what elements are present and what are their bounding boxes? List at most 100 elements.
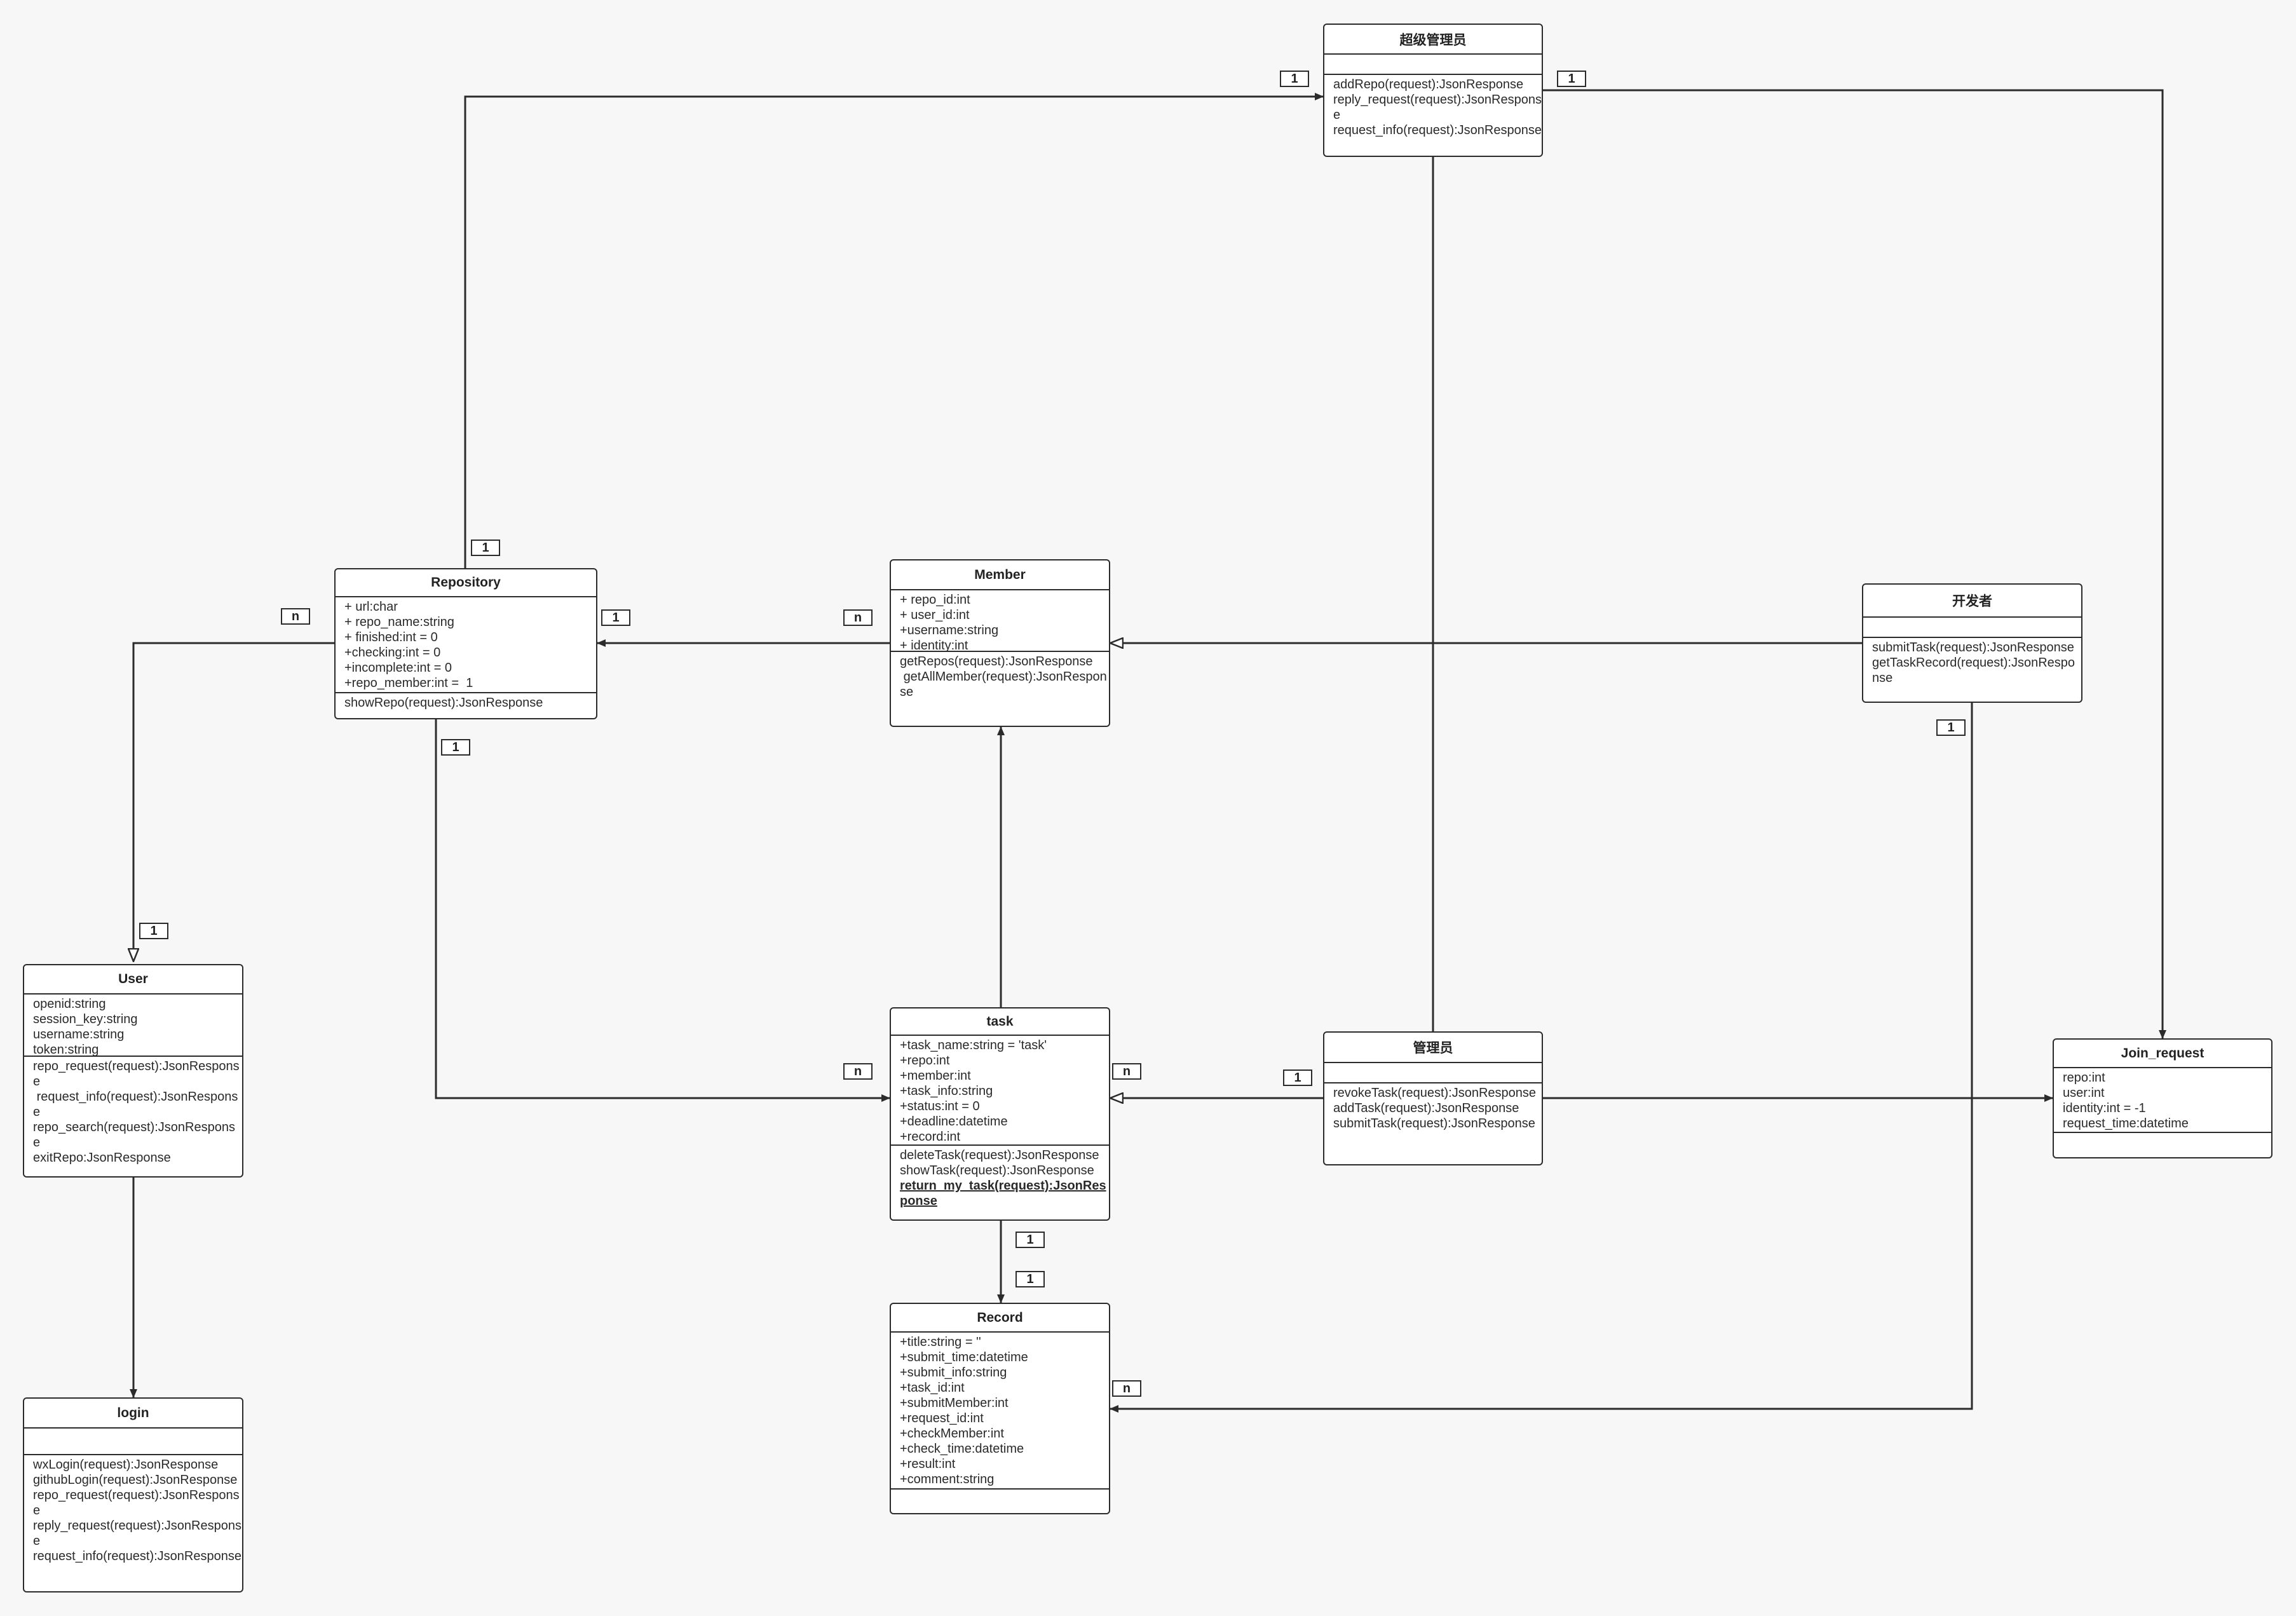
method-section <box>891 1490 1109 1493</box>
attribute: +incomplete:int = 0 <box>344 661 452 675</box>
attribute: repo:int <box>2063 1071 2105 1085</box>
attribute: + url:char <box>344 600 398 614</box>
attribute: request_time:datetime <box>2063 1117 2189 1131</box>
method: request_info(request):JsonResponse <box>1333 123 1542 137</box>
method: reply_request(request):JsonResponse <box>1333 93 1542 122</box>
attribute-section: openid:string session_key:string usernam… <box>24 995 242 1057</box>
attribute: +repo:int <box>900 1054 950 1068</box>
multiplicity-label: n <box>1112 1380 1141 1397</box>
method: addTask(request):JsonResponse <box>1333 1101 1519 1115</box>
attribute: identity:int = -1 <box>2063 1101 2146 1115</box>
attribute: +result:int <box>900 1457 956 1471</box>
attribute: +submitMember:int <box>900 1396 1009 1410</box>
method: getTaskRecord(request):JsonResponse <box>1872 656 2075 685</box>
class-join-request[interactable]: Join_request repo:int user:int identity:… <box>2053 1038 2272 1158</box>
method: revokeTask(request):JsonResponse <box>1333 1086 1537 1100</box>
method: request_info(request):JsonResponse <box>33 1090 238 1119</box>
method-section: addRepo(request):JsonResponse reply_requ… <box>1324 75 1542 140</box>
method: exitRepo:JsonResponse <box>33 1151 171 1165</box>
method-section: wxLogin(request):JsonResponse githubLogi… <box>24 1455 242 1566</box>
multiplicity-label: 1 <box>1283 1069 1312 1086</box>
class-name: Record <box>891 1304 1109 1333</box>
attribute: +title:string = '' <box>900 1335 981 1349</box>
attribute: +username:string <box>900 623 999 637</box>
method: addRepo(request):JsonResponse <box>1333 78 1524 92</box>
attribute: +request_id:int <box>900 1411 984 1425</box>
attribute: +task_id:int <box>900 1381 965 1395</box>
edge-repo-task <box>435 719 890 1102</box>
class-user[interactable]: User openid:string session_key:string us… <box>23 964 243 1178</box>
method-section <box>2054 1133 2271 1137</box>
class-admin[interactable]: 管理员 revokeTask(request):JsonResponse add… <box>1323 1031 1543 1165</box>
attribute: openid:string <box>33 997 106 1011</box>
multiplicity-label: 1 <box>441 739 470 756</box>
attribute: +deadline:datetime <box>900 1115 1008 1129</box>
method-section: submitTask(request):JsonResponse getTask… <box>1863 638 2081 688</box>
multiplicity-label: 1 <box>1016 1232 1045 1248</box>
class-super-admin[interactable]: 超级管理员 addRepo(request):JsonResponse repl… <box>1323 24 1543 157</box>
multiplicity-label: 1 <box>1557 71 1586 87</box>
class-name: Repository <box>336 569 596 597</box>
class-name: task <box>891 1008 1109 1036</box>
class-developer[interactable]: 开发者 submitTask(request):JsonResponse get… <box>1862 583 2082 703</box>
method: wxLogin(request):JsonResponse <box>33 1458 219 1472</box>
attribute: +check_time:datetime <box>900 1442 1024 1456</box>
multiplicity-label: n <box>843 1063 873 1080</box>
class-record[interactable]: Record +title:string = '' +submit_time:d… <box>890 1303 1110 1514</box>
attribute-section <box>1324 1063 1542 1083</box>
attribute: token:string <box>33 1043 99 1057</box>
attribute: +member:int <box>900 1069 971 1083</box>
attribute: +task_info:string <box>900 1084 993 1098</box>
method-section: deleteTask(request):JsonResponse showTas… <box>891 1146 1109 1211</box>
attribute: + repo_name:string <box>344 615 454 629</box>
attribute: +submit_time:datetime <box>900 1350 1028 1364</box>
attribute: +record:int <box>900 1130 961 1144</box>
class-repository[interactable]: Repository + url:char + repo_name:string… <box>334 568 597 719</box>
attribute-section: + url:char + repo_name:string + finished… <box>336 597 596 693</box>
multiplicity-label: n <box>1112 1063 1141 1080</box>
class-member[interactable]: Member + repo_id:int + user_id:int +user… <box>890 559 1110 727</box>
attribute-section: + repo_id:int + user_id:int +username:st… <box>891 590 1109 652</box>
multiplicity-label: 1 <box>1280 71 1309 87</box>
edge-superadmin-joinrequest <box>1543 89 2166 1039</box>
multiplicity-label: n <box>843 609 873 626</box>
attribute: + repo_id:int <box>900 593 970 607</box>
attribute: +checking:int = 0 <box>344 646 441 660</box>
multiplicity-label: n <box>281 608 310 625</box>
attribute: session_key:string <box>33 1012 138 1026</box>
method: submitTask(request):JsonResponse <box>1333 1117 1535 1131</box>
multiplicity-label: 1 <box>601 609 630 626</box>
method: request_info(request):JsonResponse <box>33 1549 241 1563</box>
class-name: User <box>24 965 242 995</box>
attribute-section <box>1863 618 2081 638</box>
class-name: Join_request <box>2054 1040 2271 1068</box>
class-name: login <box>24 1399 242 1429</box>
edge-developer-record <box>1110 703 1973 1413</box>
attribute: + finished:int = 0 <box>344 630 438 644</box>
method: repo_request(request):JsonResponse <box>33 1059 240 1089</box>
class-login[interactable]: login wxLogin(request):JsonResponse gith… <box>23 1397 243 1592</box>
method-section: repo_request(request):JsonResponse reque… <box>24 1057 242 1167</box>
method: reply_request(request):JsonResponse <box>33 1519 241 1548</box>
class-task[interactable]: task +task_name:string = 'task' +repo:in… <box>890 1007 1110 1221</box>
method-section: showRepo(request):JsonResponse <box>336 693 596 712</box>
attribute-section <box>1324 55 1542 75</box>
attribute: +checkMember:int <box>900 1427 1004 1441</box>
method: repo_search(request):JsonResponse <box>33 1120 235 1150</box>
multiplicity-label: 1 <box>139 923 168 939</box>
static-method: return_my_task(request):JsonResponse <box>900 1179 1106 1208</box>
attribute: + identity:int <box>900 639 968 652</box>
attribute: user:int <box>2063 1086 2105 1100</box>
class-name: 管理员 <box>1324 1033 1542 1063</box>
method-section: getRepos(request):JsonResponse getAllMem… <box>891 652 1109 702</box>
attribute: +repo_member:int = 1 <box>344 676 473 690</box>
attribute: +status:int = 0 <box>900 1099 980 1113</box>
class-name: 超级管理员 <box>1324 25 1542 55</box>
attribute-section: +title:string = '' +submit_time:datetime… <box>891 1333 1109 1490</box>
multiplicity-label: 1 <box>1936 719 1966 736</box>
class-name: 开发者 <box>1863 585 2081 618</box>
attribute: +task_name:string = 'task' <box>900 1038 1047 1052</box>
attribute-section: +task_name:string = 'task' +repo:int +me… <box>891 1036 1109 1146</box>
method: repo_request(request):JsonResponse <box>33 1488 240 1518</box>
